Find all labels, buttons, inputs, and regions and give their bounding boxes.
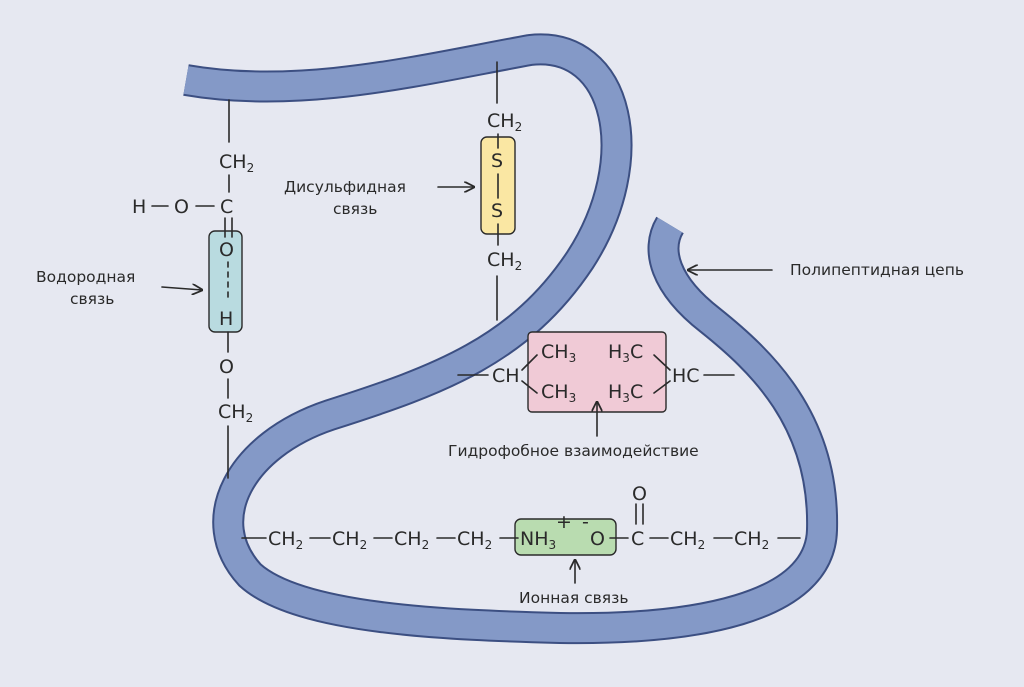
hydrophobic-group: CH CH3 CH3 H3C H3C HC xyxy=(457,341,735,405)
ionic-bond-group: CH2 CH2 CH2 CH2 NH3 + - O C O CH2 CH2 xyxy=(241,483,801,552)
disulfide-label-line1: Дисульфидная xyxy=(284,178,406,196)
ch-left: CH xyxy=(492,365,520,387)
disulfide-label-line2: связь xyxy=(333,200,377,218)
ionic-label: Ионная связь xyxy=(519,560,628,607)
ammonium-charge: + xyxy=(556,511,572,533)
carbonyl-carbon: C xyxy=(220,196,233,218)
polypeptide-chain xyxy=(183,33,839,645)
polypeptide-label-text: Полипептидная цепь xyxy=(790,261,964,279)
ch2-ionic-1: CH2 xyxy=(268,528,303,552)
ch2-top-disulfide: CH2 xyxy=(487,110,522,134)
carboxylate-charge: - xyxy=(582,511,589,533)
hydrogen-label: Водородная связь xyxy=(36,268,202,308)
disulfide-label: Дисульфидная связь xyxy=(284,178,474,218)
ammonium: NH3 xyxy=(520,528,556,552)
ch2-top-left: CH2 xyxy=(219,151,254,175)
ch2-ionic-5: CH2 xyxy=(670,528,705,552)
hbond-hydrogen: H xyxy=(219,308,233,330)
hydrogen-label-line1: Водородная xyxy=(36,268,135,286)
ionic-bond-box xyxy=(514,518,617,556)
hydrophobic-label-text: Гидрофобное взаимодействие xyxy=(448,442,699,460)
carboxyl-oxygen: O xyxy=(632,483,647,505)
hydrogen-bond-group: CH2 H O C O H O CH2 xyxy=(132,99,254,479)
h3c-lower-right: H3C xyxy=(608,381,643,405)
carboxylate-oxygen: O xyxy=(590,528,605,550)
carboxyl-carbon: C xyxy=(631,528,644,550)
sulfur-top: S xyxy=(491,150,503,172)
hc-right: HC xyxy=(672,365,700,387)
hydroxyl-o: O xyxy=(174,196,189,218)
sulfur-bottom: S xyxy=(491,200,503,222)
ch2-ionic-4: CH2 xyxy=(457,528,492,552)
polypeptide-label: Полипептидная цепь xyxy=(688,261,964,279)
hydrogen-label-line2: связь xyxy=(70,290,114,308)
disulfide-bond-group: CH2 S S CH2 xyxy=(487,61,522,321)
ionic-label-text: Ионная связь xyxy=(519,589,628,607)
hydrophobic-label: Гидрофобное взаимодействие xyxy=(448,402,699,460)
carbonyl-oxygen: O xyxy=(219,239,234,261)
alcohol-oxygen: O xyxy=(219,356,234,378)
ch2-bottom-left: CH2 xyxy=(218,401,253,425)
hydroxyl-h: H xyxy=(132,196,146,218)
ch2-bottom-disulfide: CH2 xyxy=(487,249,522,273)
ch3-lower-left: CH3 xyxy=(541,381,576,405)
ch3-upper-left: CH3 xyxy=(541,341,576,365)
ch2-ionic-3: CH2 xyxy=(394,528,429,552)
hydrogen-arrow xyxy=(161,287,202,290)
h3c-upper-right: H3C xyxy=(608,341,643,365)
ch2-ionic-6: CH2 xyxy=(734,528,769,552)
ch2-ionic-2: CH2 xyxy=(332,528,367,552)
